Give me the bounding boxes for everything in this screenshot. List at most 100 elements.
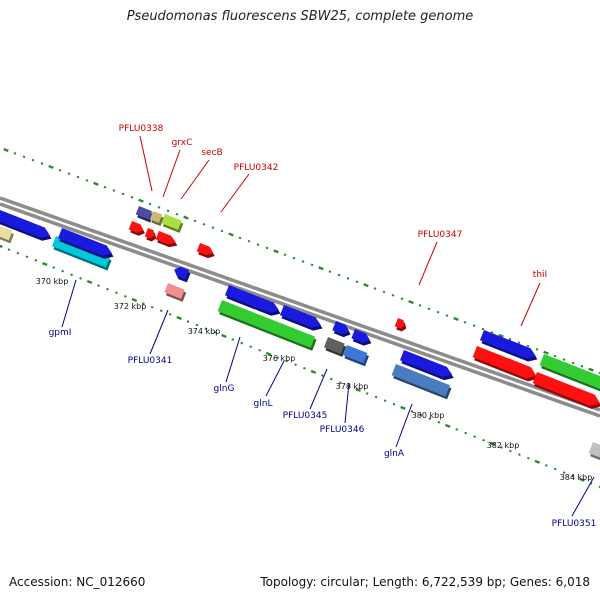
tick-mark: [562, 358, 566, 361]
gene-grxC-body: [149, 211, 163, 224]
tick-mark: [580, 364, 584, 368]
gene-PFLU0347-body: [394, 318, 405, 329]
gene-thiI-arrow: [479, 330, 538, 362]
tick-mark: [138, 198, 144, 203]
tick-mark: [481, 327, 485, 331]
accession-label: Accession: NC_012660: [9, 575, 146, 589]
scale-label: 372 kbp: [114, 302, 147, 311]
reverse-leader-line: [149, 309, 169, 355]
reverse-gene-label: PFLU0341: [128, 356, 173, 366]
tick-mark: [148, 202, 152, 206]
tick-mark: [535, 348, 539, 351]
gene-glnL-body: [279, 305, 322, 328]
reverse-gene-label: glnL: [254, 399, 273, 409]
tick-mark: [410, 410, 414, 413]
backbone-line-outer: [0, 196, 600, 412]
tick-mark: [579, 477, 585, 482]
tick-mark: [202, 223, 206, 226]
gene-PFLU0338-body: [135, 206, 153, 220]
reverse-leader-line: [571, 476, 595, 517]
gene-glnG: [217, 300, 317, 351]
gene-glnG-body: [217, 300, 316, 348]
tick-mark: [121, 192, 125, 196]
forward-leader-line: [220, 173, 250, 213]
reverse-leader-line: [395, 403, 413, 448]
tick-mark: [231, 338, 235, 341]
gene-small-a-body: [332, 321, 350, 335]
tick-mark: [408, 300, 414, 305]
gene-gpmI-block: [0, 226, 14, 244]
gene-red-right-body: [532, 372, 600, 406]
tick-mark: [436, 310, 440, 314]
tick-mark: [517, 341, 521, 344]
gene-glnA-arrow-body: [399, 350, 453, 378]
tick-mark: [444, 423, 451, 428]
tick-mark: [553, 467, 557, 471]
tick-mark: [310, 369, 317, 374]
tick-mark: [329, 377, 333, 381]
gene-arrow-b-body: [57, 228, 113, 256]
tick-mark: [543, 350, 549, 355]
gene-arrow-a: [0, 210, 52, 241]
tick-mark: [598, 485, 600, 489]
gene-glnG-arrow-body: [224, 285, 280, 313]
gene-arrow-a-body: [0, 210, 51, 238]
tick-mark: [285, 359, 288, 363]
tick-mark: [418, 304, 422, 307]
tick-mark: [374, 395, 378, 399]
forward-gene-label: grxC: [172, 138, 193, 148]
tick-mark: [273, 249, 279, 254]
tick-mark: [346, 277, 350, 280]
tick-mark: [42, 261, 48, 267]
tick-mark: [157, 206, 161, 209]
forward-leader-line: [520, 282, 541, 327]
gene-small-b-body: [351, 329, 370, 343]
outer-tick-row: [3, 147, 600, 375]
tick-mark: [141, 302, 145, 305]
reverse-gene-label: glnA: [384, 449, 405, 459]
tick-mark: [318, 266, 324, 271]
gene-glnA: [391, 364, 452, 400]
gene-PFLU0345-body: [323, 337, 345, 354]
scale-label: 374 kbp: [188, 327, 221, 336]
forward-gene-label: PFLU0338: [119, 124, 164, 134]
gene-glnA-body: [391, 364, 450, 397]
tick-mark: [204, 327, 208, 331]
reverse-gene-label: gpmI: [49, 328, 72, 338]
gene-gpmI-block-body: [0, 226, 13, 241]
tick-mark: [265, 351, 272, 356]
tick-mark: [489, 441, 496, 446]
tick-mark: [61, 269, 65, 273]
gene-secB-body: [161, 214, 182, 230]
tick-mark: [562, 471, 566, 474]
tick-mark: [131, 297, 138, 302]
tick-mark: [382, 290, 386, 294]
tick-mark: [526, 456, 530, 460]
gene-red-b-body: [144, 228, 155, 239]
forward-leader-line: [162, 149, 181, 198]
gene-PFLU0338: [135, 206, 154, 223]
gene-red-a: [128, 221, 145, 236]
tick-mark: [76, 175, 80, 179]
tick-mark: [571, 361, 575, 365]
tick-mark: [294, 363, 297, 367]
scale-label: 382 kbp: [487, 441, 520, 450]
tick-mark: [320, 374, 324, 377]
forward-leader-line: [180, 159, 210, 200]
gene-PFLU0341: [164, 283, 187, 302]
tick-mark: [419, 413, 423, 417]
gene-PFLU0347: [394, 318, 407, 332]
gene-green-right-body: [539, 354, 600, 389]
scale-label: 380 kbp: [412, 411, 445, 420]
tick-mark: [464, 431, 468, 435]
tick-mark: [22, 155, 26, 159]
gene-glnL: [279, 305, 323, 331]
gene-arrow-b: [57, 228, 114, 259]
gene-red-a-body: [128, 221, 144, 233]
tick-mark: [544, 464, 548, 467]
map-title: Pseudomonas fluorescens SBW25, complete …: [126, 9, 474, 24]
gene-glnA-arrow: [399, 350, 454, 381]
tick-mark: [427, 307, 431, 311]
tick-mark: [509, 449, 512, 453]
